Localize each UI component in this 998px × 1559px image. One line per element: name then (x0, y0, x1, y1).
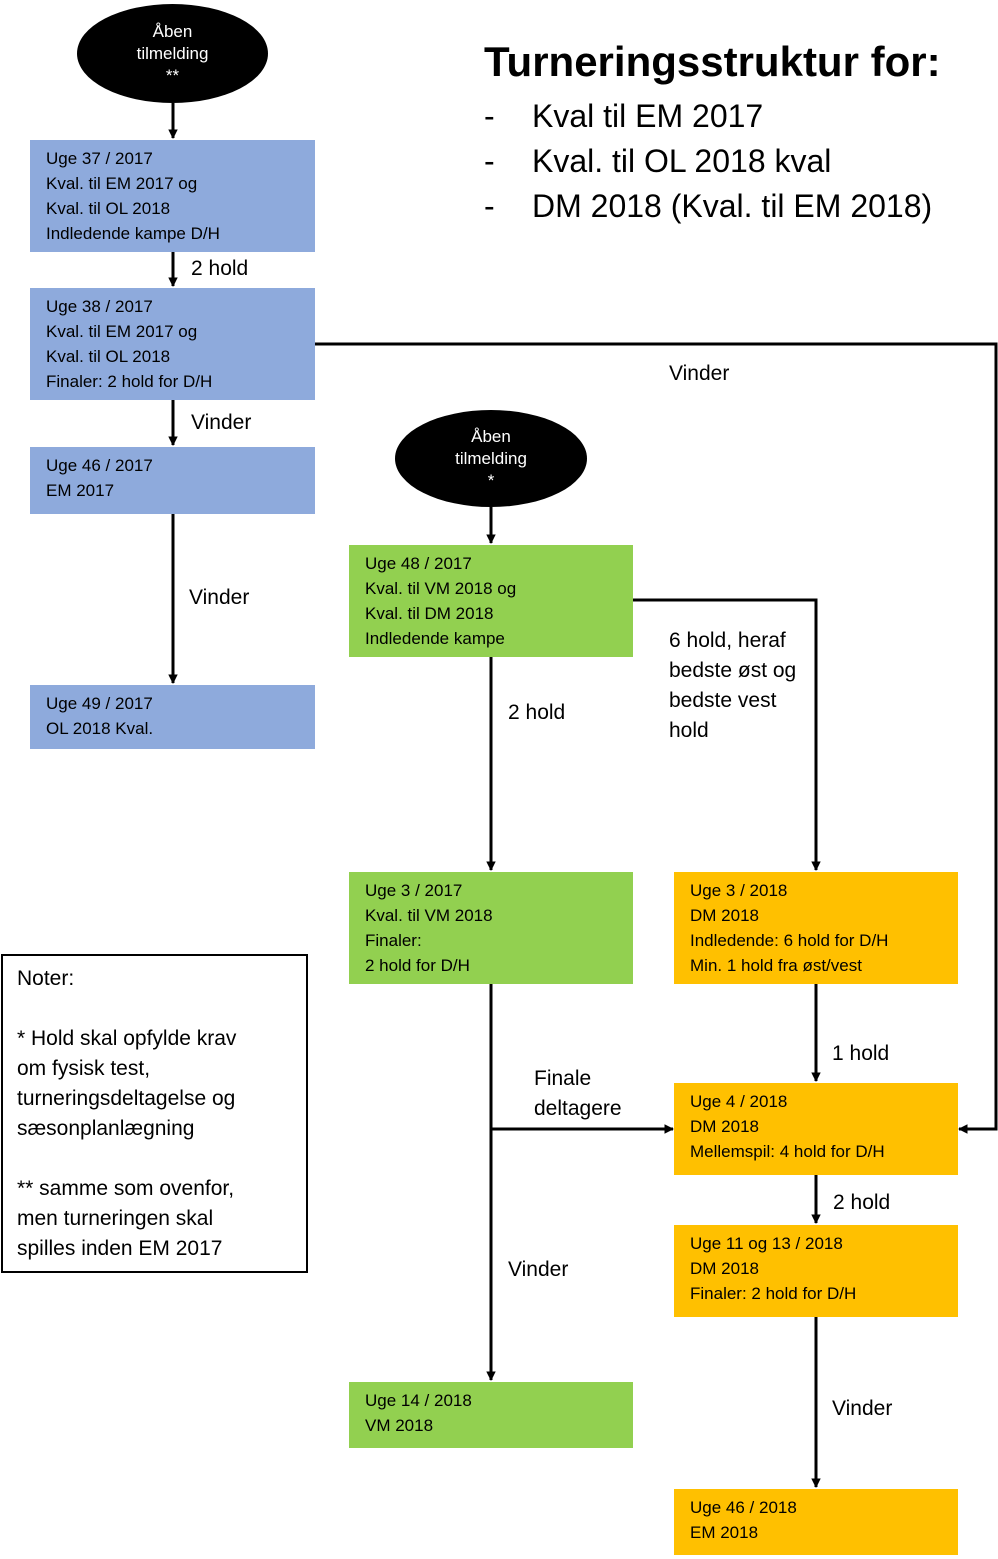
label-line: 6 hold, heraf (669, 629, 786, 652)
note-line: om fysisk test, (17, 1057, 151, 1080)
box-line: Finaler: (365, 931, 422, 950)
box-line: Uge 4 / 2018 (690, 1092, 788, 1111)
entry-line: * (487, 470, 495, 490)
box-line: Mellemspil: 4 hold for D/H (690, 1142, 885, 1161)
notes-heading: Noter: (17, 967, 75, 990)
box-uge14-2018: Uge 14 / 2018 VM 2018 (349, 1382, 633, 1448)
box-line: Min. 1 hold fra øst/vest (690, 956, 862, 975)
box-line: Uge 3 / 2017 (365, 881, 463, 900)
bullet-dash: - (484, 188, 495, 224)
box-line: Indledende kampe D/H (46, 224, 220, 243)
label-vinder-blue-2: Vinder (189, 586, 250, 609)
note-line: sæsonplanlægning (17, 1117, 195, 1140)
entry-line: Åben (152, 21, 193, 41)
label-6-hold: 6 hold, heraf bedste øst og bedste vest … (669, 626, 796, 746)
page-title: Turneringsstruktur for: (484, 38, 941, 85)
entry-line: tilmelding (455, 448, 527, 468)
box-line: Uge 46 / 2018 (690, 1498, 797, 1517)
bullet-text: Kval til EM 2017 (532, 98, 764, 134)
note-line: men turneringen skal (17, 1207, 214, 1230)
box-line: Uge 48 / 2017 (365, 554, 472, 573)
bullet-text: Kval. til OL 2018 kval (532, 143, 832, 179)
box-line: Indledende: 6 hold for D/H (690, 931, 889, 950)
box-line: EM 2017 (46, 481, 115, 500)
label-line: Finale (534, 1067, 592, 1090)
box-uge37-2017: Uge 37 / 2017 Kval. til EM 2017 og Kval.… (30, 140, 315, 252)
box-line: OL 2018 Kval. (46, 719, 154, 738)
box-line: Uge 49 / 2017 (46, 694, 153, 713)
box-line: EM 2018 (690, 1523, 759, 1542)
entry-ellipse-top: Åben tilmelding ** (77, 4, 268, 103)
note-line: turneringsdeltagelse og (17, 1087, 236, 1110)
bullet-dash: - (484, 98, 495, 134)
box-line: Kval. til EM 2017 og (46, 174, 198, 193)
box-line: Uge 3 / 2018 (690, 881, 788, 900)
label-1-hold: 1 hold (832, 1042, 890, 1065)
title-bullet-list: - Kval til EM 2017 - Kval. til OL 2018 kva… (484, 94, 932, 229)
box-uge46-2017: Uge 46 / 2017 EM 2017 (30, 447, 315, 514)
box-uge3-2018: Uge 3 / 2018 DM 2018 Indledende: 6 hold … (674, 872, 958, 984)
box-line: Kval. til DM 2018 (365, 604, 494, 623)
entry-line: Åben (471, 426, 511, 446)
box-line: Kval. til EM 2017 og (46, 322, 198, 341)
box-line: 2 hold for D/H (365, 956, 470, 975)
box-uge46-2018: Uge 46 / 2018 EM 2018 (674, 1489, 958, 1555)
bullet-item: - Kval. til OL 2018 kval (484, 139, 932, 184)
box-line: Uge 11 og 13 / 2018 (690, 1234, 843, 1253)
label-vinder-blue-1: Vinder (191, 411, 252, 434)
label-2-hold-green: 2 hold (508, 701, 566, 724)
note-line: * Hold skal opfylde krav (17, 1027, 237, 1050)
entry-line: ** (165, 65, 180, 85)
label-finale-deltagere: Finale deltagere (534, 1064, 622, 1124)
label-vinder-long: Vinder (669, 362, 730, 385)
box-line: Finaler: 2 hold for D/H (46, 372, 213, 391)
box-uge48-2017: Uge 48 / 2017 Kval. til VM 2018 og Kval.… (349, 545, 633, 657)
notes-box: Noter: * Hold skal opfylde krav om fysis… (1, 954, 308, 1273)
box-uge4-2018: Uge 4 / 2018 DM 2018 Mellemspil: 4 hold … (674, 1083, 958, 1175)
box-line: Uge 37 / 2017 (46, 149, 153, 168)
label-line: hold (669, 719, 709, 742)
box-line: Uge 38 / 2017 (46, 297, 153, 316)
arrow-uge48-to-uge3-2018 (633, 598, 821, 871)
box-line: Kval. til OL 2018 (46, 199, 171, 218)
box-line: Finaler: 2 hold for D/H (690, 1284, 857, 1303)
box-line: Indledende kampe (365, 629, 505, 648)
box-line: DM 2018 (690, 1259, 759, 1278)
box-line: Kval. til VM 2018 og (365, 579, 517, 598)
note-line: ** samme som ovenfor, (17, 1177, 235, 1200)
label-2-hold-top: 2 hold (191, 257, 249, 280)
entry-ellipse-mid: Åben tilmelding * (395, 410, 587, 507)
label-line: bedste øst og (669, 659, 797, 682)
label-line: deltagere (534, 1097, 622, 1120)
bullet-dash: - (484, 143, 495, 179)
box-line: Uge 46 / 2017 (46, 456, 153, 475)
bullet-item: - DM 2018 (Kval. til EM 2018) (484, 184, 932, 229)
label-2-hold-orange: 2 hold (833, 1191, 891, 1214)
bullet-item: - Kval til EM 2017 (484, 94, 932, 139)
box-line: DM 2018 (690, 1117, 759, 1136)
box-line: Kval. til VM 2018 (365, 906, 493, 925)
box-line: VM 2018 (365, 1416, 434, 1435)
box-line: Uge 14 / 2018 (365, 1391, 472, 1410)
box-line: Kval. til OL 2018 (46, 347, 171, 366)
box-uge3-2017: Uge 3 / 2017 Kval. til VM 2018 Finaler: … (349, 872, 633, 984)
label-vinder-green: Vinder (508, 1258, 569, 1281)
bullet-text: DM 2018 (Kval. til EM 2018) (532, 188, 933, 224)
box-uge49-2017: Uge 49 / 2017 OL 2018 Kval. (30, 685, 315, 749)
entry-line: tilmelding (136, 43, 209, 63)
box-line: DM 2018 (690, 906, 759, 925)
label-line: bedste vest (669, 689, 777, 712)
arrow-uge38-to-uge4-2018 (315, 342, 998, 1134)
note-line: spilles inden EM 2017 (17, 1237, 223, 1260)
box-uge38-2017: Uge 38 / 2017 Kval. til EM 2017 og Kval.… (30, 288, 315, 400)
box-uge11-13-2018: Uge 11 og 13 / 2018 DM 2018 Finaler: 2 h… (674, 1225, 958, 1317)
label-vinder-orange: Vinder (832, 1397, 893, 1420)
